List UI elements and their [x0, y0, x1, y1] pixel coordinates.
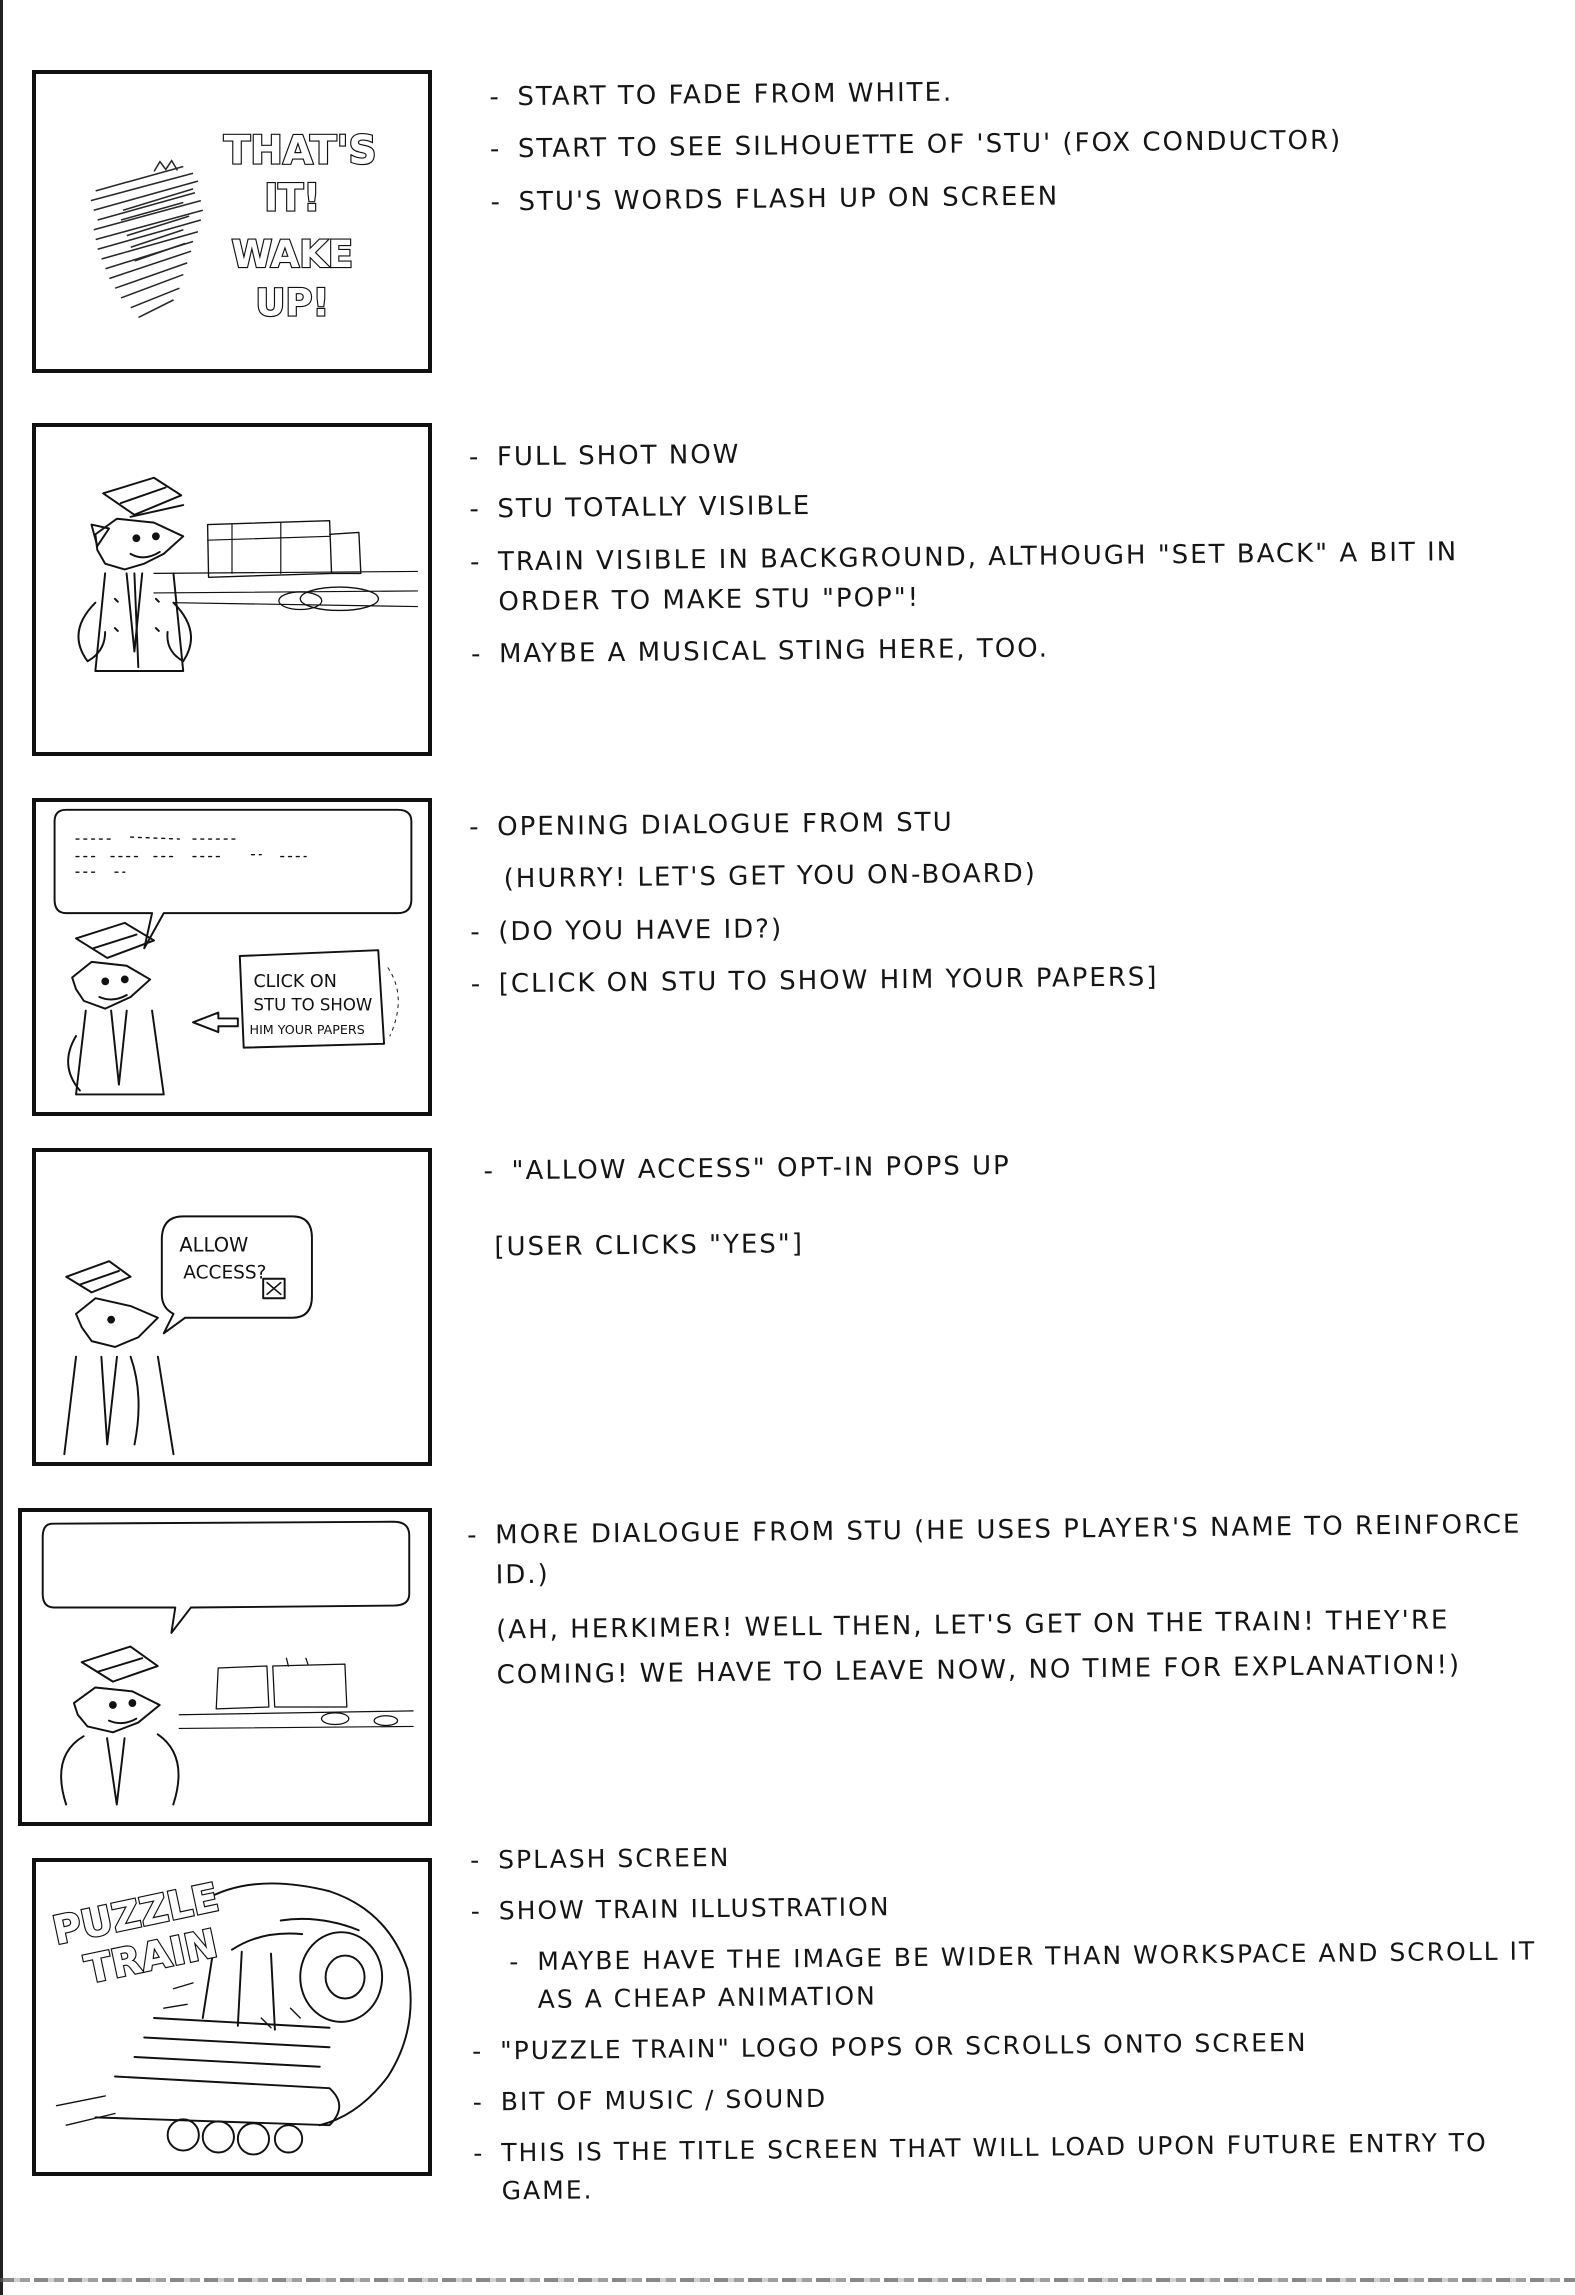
note-item: -"ALLOW ACCESS" OPT-IN POPS UP	[483, 1150, 1011, 1187]
svg-text:WAKE: WAKE	[232, 233, 354, 276]
svg-text:HIM YOUR PAPERS: HIM YOUR PAPERS	[250, 1022, 365, 1037]
note-item: -FULL SHOT NOW	[468, 439, 741, 473]
svg-text:STU TO SHOW: STU TO SHOW	[253, 996, 372, 1015]
panel-3-notes: -OPENING DIALOGUE FROM STU (HURRY! LET'S…	[469, 796, 1531, 1016]
puzzle-train-splash-sketch: PUZZLE TRAIN	[48, 1874, 412, 2156]
note-item: -BIT OF MUSIC / SOUND	[472, 2083, 828, 2117]
puzzle-train-logo: PUZZLE TRAIN	[48, 1874, 224, 1994]
note-item: -[CLICK ON STU TO SHOW HIM YOUR PAPERS]	[470, 962, 1159, 1000]
storyboard-panel-5	[18, 1508, 432, 1826]
stu-allow-access-sketch: ALLOW ACCESS?	[63, 1215, 313, 1456]
panel-1-notes: -START TO FADE FROM WHITE. -START TO SEE…	[489, 67, 1531, 235]
note-item: -THIS IS THE TITLE SCREEN THAT WILL LOAD…	[473, 2127, 1488, 2206]
storyboard-panel-2	[32, 423, 432, 756]
panel-5-notes: -MORE DIALOGUE FROM STU (HE USES PLAYER'…	[467, 1504, 1549, 1711]
note-item: -MORE DIALOGUE FROM STU (HE USES PLAYER'…	[467, 1509, 1522, 1591]
thats-it-wake-up-caption: THAT'S IT! WAKE UP!	[223, 127, 378, 325]
svg-text:ALLOW: ALLOW	[179, 1233, 248, 1256]
svg-text:UP!: UP!	[255, 281, 329, 324]
note-item: -STU TOTALLY VISIBLE	[469, 491, 812, 525]
allow-access-bubble-text: ALLOW ACCESS?	[179, 1233, 266, 1283]
storyboard-panel-6: PUZZLE TRAIN	[32, 1858, 432, 2176]
note-item: -(DO YOU HAVE ID?)	[470, 913, 784, 948]
note-item: (HURRY! LET'S GET YOU ON-BOARD)	[503, 858, 1038, 895]
panel-2-notes: -FULL SHOT NOW -STU TOTALLY VISIBLE -TRA…	[469, 426, 1532, 687]
panel-4-notes: -"ALLOW ACCESS" OPT-IN POPS UP [USER CLI…	[483, 1141, 1524, 1280]
note-item: -SHOW TRAIN ILLUSTRATION	[470, 1891, 891, 1926]
scan-bottom-edge	[0, 2278, 1575, 2282]
storyboard-panel-4: ALLOW ACCESS?	[32, 1148, 432, 1466]
svg-text:ACCESS?: ACCESS?	[183, 1263, 266, 1284]
note-item: -MAYBE HAVE THE IMAGE BE WIDER THAN WORK…	[509, 1935, 1537, 2015]
note-item: -STU'S WORDS FLASH UP ON SCREEN	[490, 181, 1060, 218]
storyboard-panel-1: THAT'S IT! WAKE UP!	[32, 70, 432, 373]
page-binding-edge	[0, 0, 3, 2295]
note-item: -SPLASH SCREEN	[470, 1842, 731, 1875]
note-item: (AH, HERKIMER! WELL THEN, LET'S GET ON T…	[496, 1604, 1462, 1691]
note-item: -START TO FADE FROM WHITE.	[489, 77, 954, 113]
note-item: -OPENING DIALOGUE FROM STU	[468, 807, 954, 843]
click-on-stu-callout: CLICK ON STU TO SHOW HIM YOUR PAPERS	[250, 972, 373, 1037]
svg-text:IT!: IT!	[264, 176, 320, 219]
note-item: -MAYBE A MUSICAL STING HERE, TOO.	[470, 633, 1050, 670]
stu-full-shot-sketch	[77, 476, 419, 672]
note-item: -"PUZZLE TRAIN" LOGO POPS OR SCROLLS ONT…	[472, 2027, 1308, 2066]
note-item: -START TO SEE SILHOUETTE OF 'STU' (FOX C…	[489, 125, 1343, 165]
stu-more-dialogue-sketch	[41, 1520, 414, 1806]
svg-text:CLICK ON: CLICK ON	[253, 972, 336, 992]
note-item: -TRAIN VISIBLE IN BACKGROUND, ALTHOUGH "…	[469, 536, 1459, 618]
storyboard-panel-3: CLICK ON STU TO SHOW HIM YOUR PAPERS	[32, 798, 432, 1116]
note-item: [USER CLICKS "YES"]	[494, 1229, 805, 1263]
panel-6-notes: -SPLASH SCREEN -SHOW TRAIN ILLUSTRATION …	[470, 1830, 1544, 2223]
fade-in-silhouette-sketch: THAT'S IT! WAKE UP!	[90, 127, 378, 326]
svg-text:THAT'S: THAT'S	[224, 129, 377, 174]
stu-dialogue-click-sketch: CLICK ON STU TO SHOW HIM YOUR PAPERS	[53, 808, 413, 1096]
